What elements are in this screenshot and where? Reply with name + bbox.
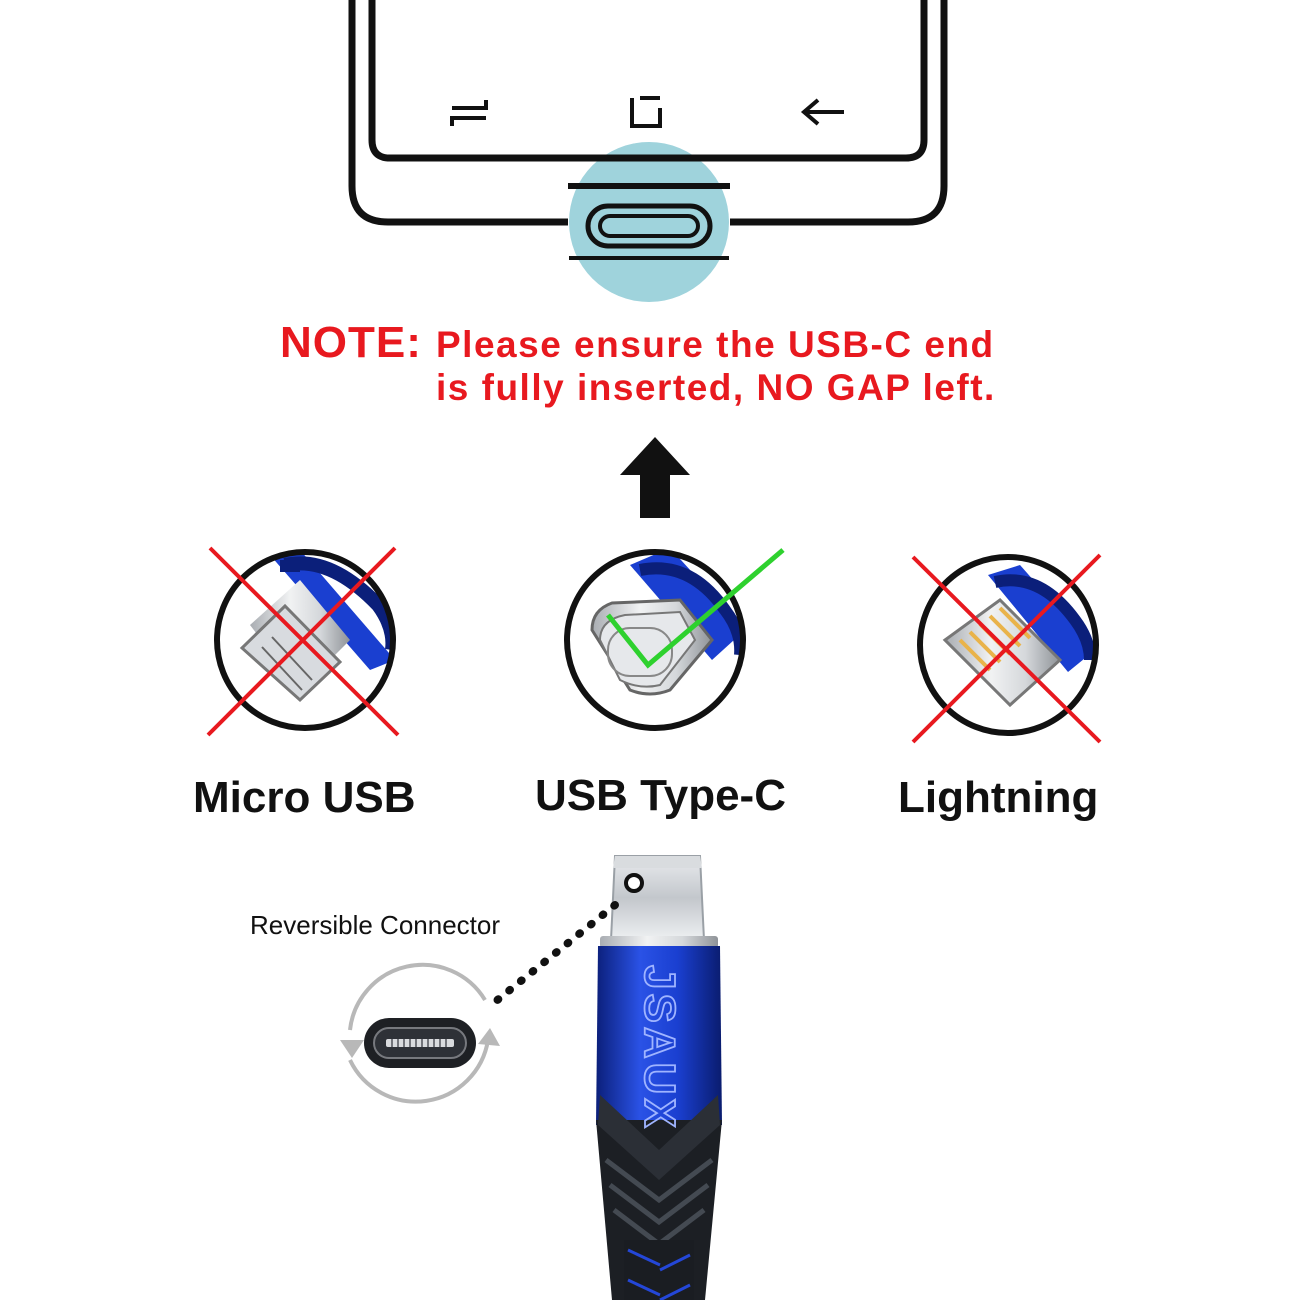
red-cross-icon — [911, 553, 1102, 744]
usb-c-cable: JSAUX — [596, 855, 722, 1300]
reversible-connector-icon — [340, 962, 500, 1104]
caption-micro-usb: Micro USB — [193, 773, 416, 822]
brand-logo: JSAUX — [635, 965, 684, 1132]
recent-apps-icon — [450, 100, 488, 126]
micro-usb-icon — [206, 546, 400, 737]
note-line-1: Please ensure the USB-C end — [436, 324, 995, 365]
usb-type-c-icon — [564, 548, 785, 731]
caption-usb-type-c: USB Type-C — [535, 771, 786, 820]
caption-lightning: Lightning — [898, 773, 1099, 822]
home-icon — [630, 96, 662, 128]
red-cross-icon — [206, 546, 400, 737]
note-label: NOTE: — [280, 318, 422, 367]
lightning-icon — [911, 553, 1102, 744]
note-line-2: is fully inserted, NO GAP left. — [436, 367, 996, 408]
usb-c-port-highlight — [569, 142, 729, 302]
back-icon — [800, 98, 844, 126]
note-block: NOTE: Please ensure the USB-C end is ful… — [280, 318, 1040, 418]
callout-dotted-leader — [486, 873, 644, 1010]
reversible-connector-label: Reversible Connector — [250, 910, 501, 940]
green-check-icon — [606, 548, 785, 669]
up-arrow-icon — [620, 437, 690, 518]
